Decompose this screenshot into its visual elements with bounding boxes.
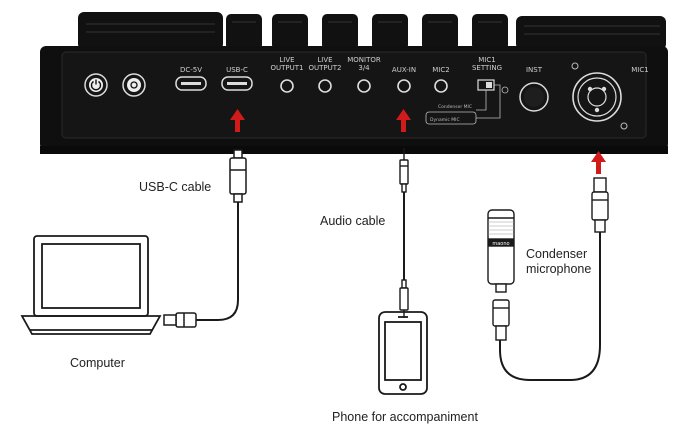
usbc-plug — [229, 149, 247, 203]
arrow-aux — [396, 109, 411, 132]
live2-label-1: LIVE — [317, 56, 332, 64]
condenser-microphone-icon — [487, 209, 515, 341]
monitor-label-2: 3/4 — [358, 64, 370, 72]
audio-interface: DC-5V USB-C LIVE OUTPUT1 LIVE OUTPUT2 MO… — [40, 12, 668, 154]
light-button-icon[interactable] — [122, 73, 146, 97]
usbc-port — [221, 76, 253, 91]
live-output1-jack — [280, 79, 294, 93]
monitor-jack — [357, 79, 371, 93]
connection-arrows — [230, 109, 606, 174]
condenser-label-2: microphone — [526, 262, 592, 276]
live1-label-2: OUTPUT1 — [271, 64, 304, 72]
mic-brand: maono — [492, 241, 509, 247]
switch-label-bottom: Dynamic MIC — [430, 117, 460, 123]
cables — [196, 192, 601, 381]
power-button-icon[interactable] — [84, 73, 108, 97]
phone-icon — [378, 311, 428, 395]
usbc-port-label: USB-C — [226, 66, 248, 74]
arrow-mic1 — [591, 151, 606, 174]
aux-in-jack — [397, 79, 411, 93]
aux-in-label: AUX-IN — [392, 66, 416, 74]
computer-label: Computer — [70, 356, 125, 370]
aux-plug-bottom — [399, 279, 409, 318]
switch-label-top: Condenser MIC — [438, 104, 472, 110]
inst-jack — [519, 82, 549, 112]
monitor-label-1: MONITOR — [347, 56, 381, 64]
dc-port — [175, 76, 207, 91]
mic2-jack — [434, 79, 448, 93]
top-knobs — [78, 12, 666, 50]
mic1-label: MIC1 — [631, 66, 648, 74]
usbc-cable-line — [196, 200, 239, 321]
live2-label-2: OUTPUT2 — [309, 64, 342, 72]
usbc-cable-label: USB-C cable — [139, 180, 212, 194]
phone-label: Phone for accompaniment — [332, 410, 478, 424]
mic1setting-label-2: SETTING — [472, 64, 502, 72]
dc-port-label: DC-5V — [180, 66, 202, 74]
usba-plug — [163, 312, 197, 328]
mic2-label: MIC2 — [432, 66, 449, 74]
laptop-icon — [20, 235, 162, 335]
mic1setting-label-1: MIC1 — [478, 56, 495, 64]
live-output2-jack — [318, 79, 332, 93]
mic1-combo-jack — [571, 62, 628, 130]
aux-plug-top — [399, 148, 409, 193]
xlr-plug-top — [591, 177, 609, 233]
mic1-setting-switch[interactable] — [476, 79, 501, 119]
condenser-label-1: Condenser — [526, 247, 588, 261]
audio-cable-label: Audio cable — [320, 214, 386, 228]
xlr-cable-line — [499, 232, 601, 381]
live1-label-1: LIVE — [279, 56, 294, 64]
inst-label: INST — [526, 66, 543, 74]
arrow-usbc — [230, 109, 245, 132]
